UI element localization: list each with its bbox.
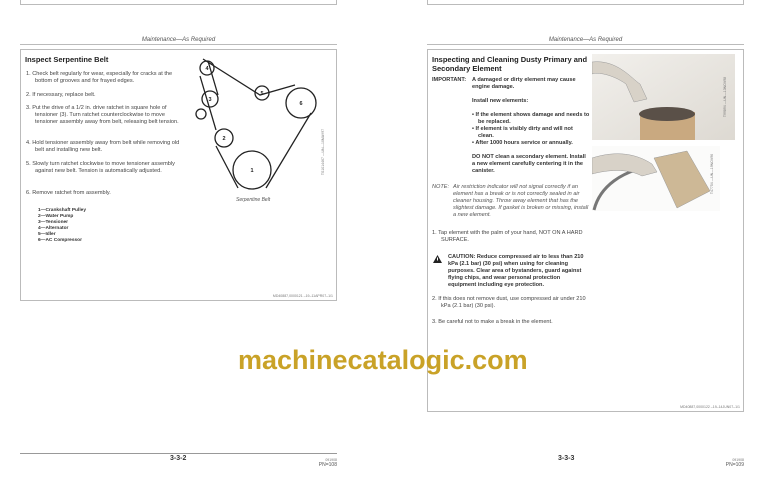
photo-compressed-air-cleaning [592,146,720,211]
left-running-header: Maintenance—As Required [141,37,216,43]
page-number: 3-3-2 [170,455,187,462]
figure-code: TS1014467 —UN—10MAY97 [321,128,326,176]
parts-legend: 1—Crankshaft Pulley 2—Water Pump 3—Tensi… [38,208,86,244]
important-text: A damaged or dirty element may cause eng… [472,77,576,90]
bullet-list: • If the element shows damage and needs … [472,112,590,147]
ac-compressor-pulley [285,87,317,119]
small-code: 091908 [732,458,744,462]
caution-text: CAUTION: Reduce compressed air to less t… [448,254,584,288]
step: 2. If this does not remove dust, use com… [432,296,586,309]
left-section: Inspect Serpentine Belt 1. Check belt re… [20,49,337,301]
divider [427,44,744,45]
step: 3. Put the drive of a 1/2 in. drive ratc… [26,105,179,125]
right-section: Inspecting and Cleaning Dusty Primary an… [427,49,744,412]
legend-item: 2—Water Pump [38,214,74,219]
section-title: Inspecting and Cleaning Dusty Primary an… [432,55,588,73]
page-number: 3-3-3 [558,455,575,462]
photo-code: T47754 —UN—19NOV96 [710,153,715,195]
right-header-frame [427,0,744,5]
legend-item: 1—Crankshaft Pulley [38,208,86,213]
do-not-clean-text: DO NOT clean a secondary element. Instal… [472,154,586,174]
label-6: 6 [299,101,302,107]
belt [202,58,296,96]
legend-item: 5—Idler [38,232,56,237]
bullet-item: • If the element shows damage and needs … [472,112,590,125]
watermark: machinecatalogic.com [238,345,528,375]
doc-code: MD40887,0000122 –19–14JUN07–1/1 [680,405,740,409]
tensioner-pulley [201,90,219,108]
legend-item: 4—Alternator [38,226,69,231]
section-title: Inspect Serpentine Belt [25,55,109,64]
step: 2. If necessary, replace belt. [26,92,96,98]
label-5: 5 [260,91,263,97]
water-pump-pulley [214,128,234,148]
bullet-item: • After 1000 hours service or annually. [472,140,573,146]
pn-label: PN=108 [318,462,337,468]
alternator-pulley [199,60,215,76]
right-running-header: Maintenance—As Required [548,37,623,43]
serpentine-belt-diagram: 1 2 3 4 5 6 [195,58,317,190]
step: 4. Hold tensioner assembly away from bel… [26,140,180,153]
footer-rule [20,453,337,454]
label-3: 3 [208,97,211,103]
step: 5. Slowly turn ratchet clockwise to move… [26,161,175,174]
bullet-item: • If element is visibly dirty and will n… [472,126,573,139]
label-4: 4 [205,66,209,72]
install-heading: Install new elements: [472,98,529,104]
doc-code: MD40887,0000121 –19–11APR07–1/1 [272,294,333,298]
figure-caption: Serpentine Belt [236,197,271,203]
warning-icon [433,255,442,263]
step: 3. Be careful not to make a break in the… [432,319,553,325]
photo-element-removal [592,54,735,140]
note-text: Air restriction indicator will not signa… [453,184,589,218]
legend-item: 3—Tensioner [38,220,69,225]
step: 1. Tap element with the palm of your han… [432,230,583,243]
step: 6. Remove ratchet from assembly. [26,190,111,196]
idler-pulley [254,85,270,101]
label-2: 2 [222,136,225,142]
step: 1. Check belt regularly for wear, especi… [26,71,173,84]
tensioner-arm [195,108,207,120]
divider [20,44,337,45]
label-1: 1 [250,168,253,174]
photo-code: T99894 —UN—13NOV98 [723,76,728,118]
crankshaft-pulley [232,150,272,190]
legend-item: 6—AC Compressor [38,238,82,243]
left-header-frame [20,0,337,5]
pn-label: PN=109 [725,462,744,468]
important-label: IMPORTANT: [432,77,467,83]
small-code: 091908 [325,458,337,462]
note-label: NOTE: [432,184,450,190]
